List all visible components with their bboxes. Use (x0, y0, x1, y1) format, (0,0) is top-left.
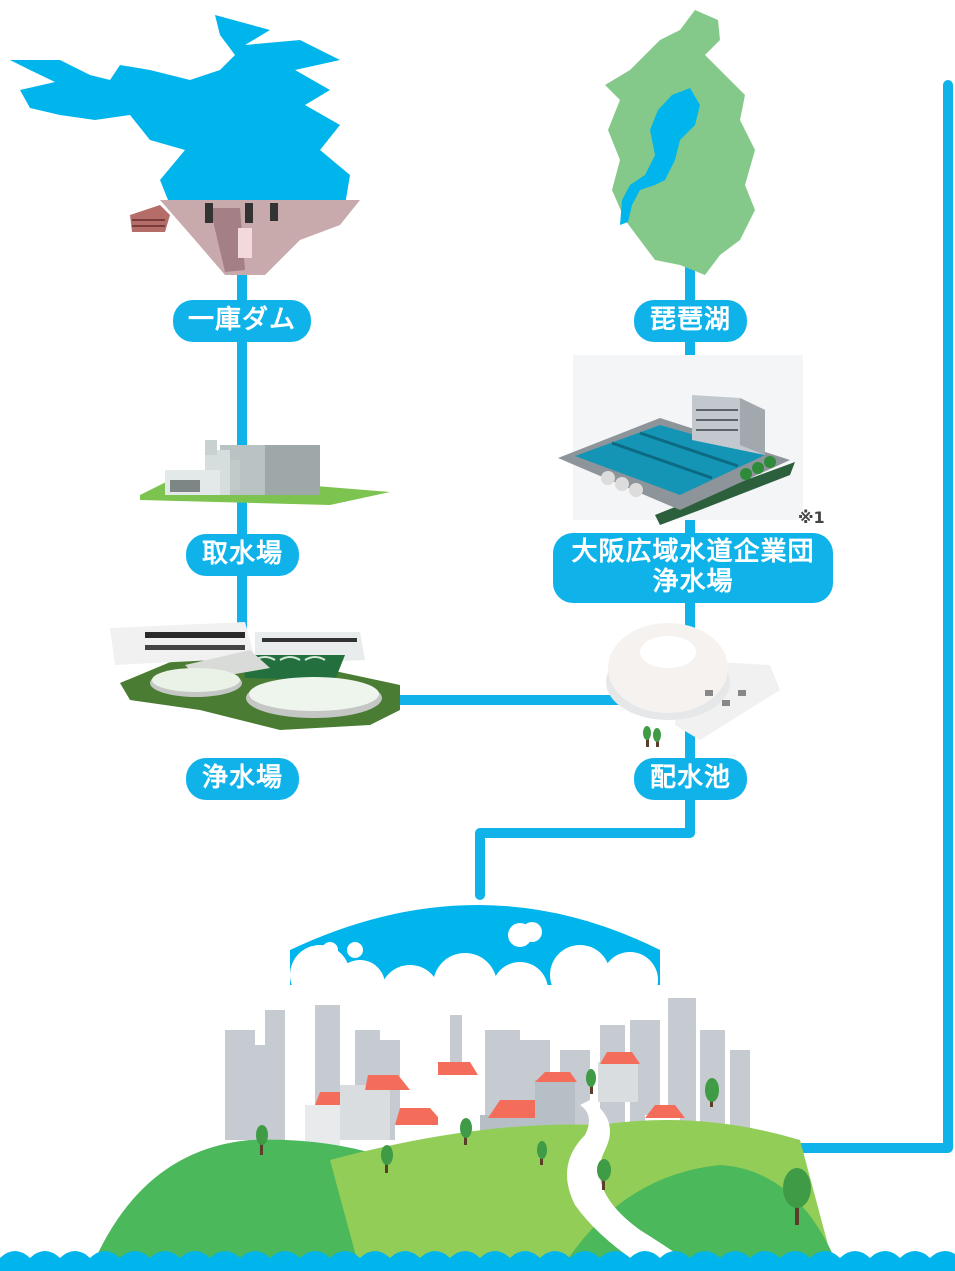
tree-icon (643, 726, 661, 747)
dam-illustration (10, 15, 360, 275)
dam-building (130, 205, 170, 232)
dam-reservoir-water (10, 15, 350, 205)
osaka-plant-label: 大阪広域水道企業団 浄水場 (553, 533, 833, 603)
lake-land (605, 10, 755, 275)
intake-illustration (140, 440, 390, 505)
dam-gate (245, 203, 253, 223)
osaka-plant-illustration (558, 355, 803, 525)
waves (0, 1251, 955, 1271)
intake-label: 取水場 (186, 534, 299, 576)
dam-wall (160, 200, 360, 275)
dam-gate (270, 203, 278, 221)
treatment-plant-illustration (110, 622, 400, 730)
dam-wall-shade (210, 208, 245, 272)
reservoir-label: 配水池 (634, 758, 747, 800)
pipe-reservoir-city (475, 785, 695, 900)
osaka-plant-label-line2: 浄水場 (652, 567, 734, 597)
plant-filters (242, 655, 345, 680)
city-illustration (0, 905, 955, 1271)
river (567, 1100, 700, 1271)
treatment-plant-label: 浄水場 (186, 758, 299, 800)
pipe-right-return (725, 80, 953, 1153)
dam-label: 一庫ダム (173, 300, 311, 342)
dam-spillway (238, 228, 252, 258)
tree-icon (256, 1069, 811, 1225)
lake-water (620, 88, 700, 225)
clouds (270, 922, 690, 1040)
dam-gate (205, 203, 213, 223)
reservoir-illustration (606, 623, 780, 747)
lake-illustration (605, 10, 755, 275)
lake-label: 琵琶湖 (634, 300, 747, 342)
footnote-marker: ※1 (798, 508, 825, 527)
osaka-plant-label-line1: 大阪広域水道企業団 (571, 537, 815, 568)
